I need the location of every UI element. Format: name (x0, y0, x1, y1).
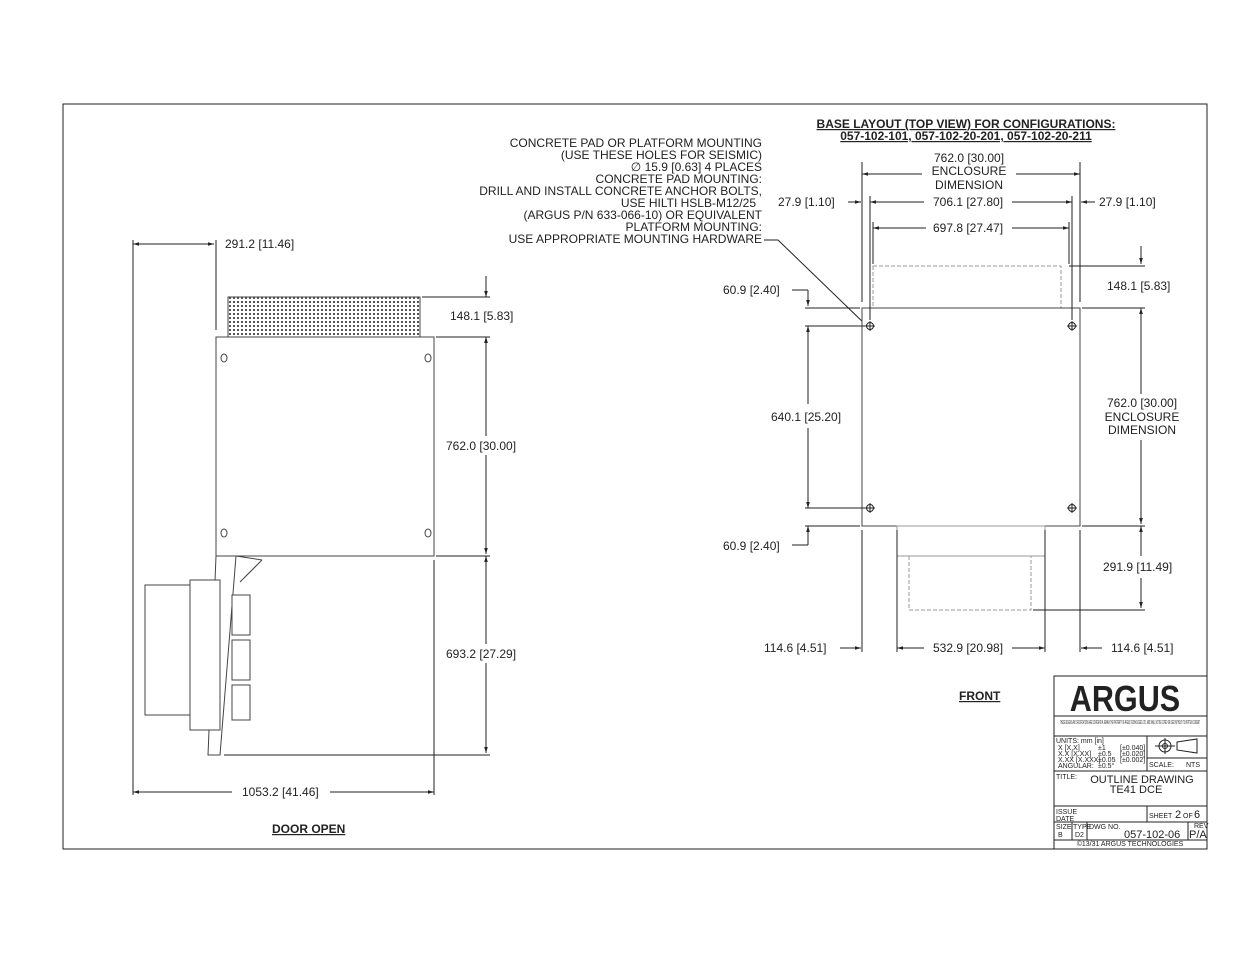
bottom-mid-dim: 532.9 [20.98] (933, 641, 1003, 655)
tol-inch: [±0.020] (1120, 751, 1145, 758)
side-view-grille (227, 296, 421, 338)
rev-label: REV (1194, 823, 1209, 830)
left-offset-dim: 27.9 [1.10] (778, 195, 835, 209)
size-value: B (1058, 832, 1063, 839)
mounting-note: CONCRETE PAD OR PLATFORM MOUNTING (510, 136, 762, 150)
top-view: BASE LAYOUT (TOP VIEW) FOR CONFIGURATION… (479, 117, 1179, 703)
tol-value: ±0.05 (1098, 757, 1116, 764)
sheet-number: 2 (1175, 809, 1181, 821)
base-layout-configs: 057-102-101, 057-102-20-201, 057-102-20-… (840, 129, 1092, 143)
dwg-label: DWG NO. (1089, 824, 1121, 831)
argus-logo: ARGUS (1070, 680, 1180, 720)
mounting-note: (ARGUS P/N 633-066-10) OR EQUIVALENT (523, 208, 762, 222)
tol-value: ±0.5 (1098, 751, 1112, 758)
mounting-note: USE APPROPRIATE MOUNTING HARDWARE (509, 232, 762, 246)
inner-span-dim: 697.8 [27.47] (933, 221, 1003, 235)
open-door (144, 555, 263, 756)
rev-value: P/A (1189, 829, 1207, 841)
side-view-enclosure (215, 336, 435, 557)
scale-label: SCALE: (1149, 762, 1174, 769)
top-view-enclosure (861, 307, 1081, 527)
tol-value: ±0.5° (1098, 762, 1115, 770)
mounting-note: PLATFORM MOUNTING: (626, 220, 762, 234)
scale-value: NTS (1186, 762, 1200, 769)
title-block: ARGUS THESE DESIGNS AND SPECIFICATIONS A… (1053, 675, 1209, 850)
hole-span-dim: 706.1 [27.80] (933, 195, 1003, 209)
bottom-right-dim: 114.6 [4.51] (1111, 641, 1174, 655)
type-value: D2 (1075, 832, 1084, 839)
enclosure-depth-label: ENCLOSURE (1105, 410, 1180, 424)
bottom-left-dim: 114.6 [4.51] (764, 641, 827, 655)
tol-inch: [±0.040] (1120, 745, 1145, 752)
front-label: FRONT (959, 689, 1001, 703)
rear-depth-dim: 148.1 [5.83] (1107, 279, 1170, 293)
drawing-subtitle: TE41 DCE (1110, 784, 1163, 796)
projection-symbol-icon (1155, 738, 1198, 754)
leader-line (764, 239, 868, 327)
tol-format: X [X.X] (1058, 745, 1080, 752)
dwg-number: 057-102-06 (1124, 829, 1180, 841)
enclosure-width-label: DIMENSION (935, 178, 1003, 192)
tol-format: X.XX [X.XXX] (1058, 757, 1100, 764)
mounting-note: DRILL AND INSTALL CONCRETE ANCHOR BOLTS, (479, 184, 762, 198)
size-label: SIZE (1056, 824, 1072, 831)
title-label: TITLE: (1056, 774, 1077, 781)
top-hole-dim: 60.9 [2.40] (723, 283, 780, 297)
enclosure-depth-value: 762.0 [30.00] (1107, 396, 1177, 410)
enclosure-width-value: 762.0 [30.00] (934, 151, 1004, 165)
sheet-of: OF (1183, 813, 1193, 820)
issue-label: ISSUE (1056, 809, 1077, 816)
base-layout-heading: BASE LAYOUT (TOP VIEW) FOR CONFIGURATION… (817, 117, 1116, 131)
units-label: UNITS: mm [in] (1056, 738, 1104, 745)
top-door-outline (908, 555, 1032, 611)
sheet-total: 6 (1194, 809, 1200, 821)
drawing-title: OUTLINE DRAWING (1090, 774, 1194, 786)
side-top-width-dim: 291.2 [11.46] (225, 237, 294, 251)
side-top-height-dim: 148.1 [5.83] (450, 309, 513, 323)
sheet-label: SHEET (1149, 813, 1173, 820)
enclosure-depth-label: DIMENSION (1108, 423, 1176, 437)
drawing-border (62, 103, 1208, 850)
bottom-hole-dim: 60.9 [2.40] (723, 539, 780, 553)
top-rear-grille-outline (872, 265, 1062, 309)
confidential-note: THESE DESIGNS AND SPECIFICATIONS ARE CON… (1060, 720, 1200, 726)
date-label: DATE (1056, 816, 1074, 823)
mounting-note: (USE THESE HOLES FOR SEISMIC) (561, 148, 762, 162)
side-overall-width-dim: 1053.2 [41.46] (242, 785, 319, 799)
tol-inch: [±0.002] (1120, 757, 1145, 764)
tol-format: X.X [X.XX] (1058, 751, 1091, 758)
mounting-holes (865, 321, 1077, 513)
side-door-height-dim: 693.2 [27.29] (446, 647, 516, 661)
hole-pitch-dim: 640.1 [25.20] (771, 410, 841, 424)
copyright: ©13/31 ARGUS TECHNOLOGIES (1077, 840, 1184, 848)
front-depth-dim: 291.9 [11.49] (1103, 560, 1172, 574)
right-offset-dim: 27.9 [1.10] (1099, 195, 1156, 209)
top-front-outline (896, 525, 1046, 557)
mounting-note: ∅ 15.9 [0.63] 4 PLACES (631, 160, 762, 174)
enclosure-width-label: ENCLOSURE (932, 164, 1007, 178)
type-label: TYPE (1073, 824, 1092, 831)
side-body-height-dim: 762.0 [30.00] (446, 439, 516, 453)
side-view: 291.2 [11.46] 148.1 [5.83] 762.0 [30.00]… (132, 237, 516, 836)
tol-format: ANGULAR: (1058, 763, 1094, 770)
mounting-note: USE HILTI HSLB-M12/25 (621, 196, 756, 210)
door-open-label: DOOR OPEN (272, 822, 345, 836)
tol-value: ±1 (1098, 745, 1106, 752)
mounting-note: CONCRETE PAD MOUNTING: (596, 172, 762, 186)
